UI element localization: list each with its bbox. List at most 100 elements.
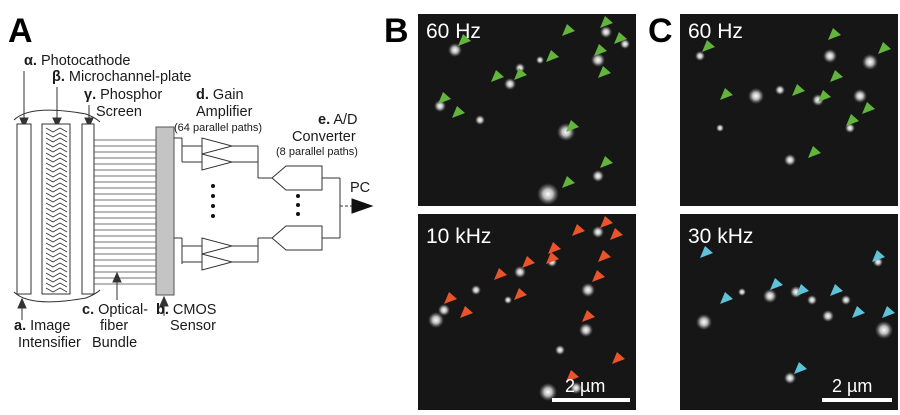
rate-label: 60 Hz	[688, 20, 743, 43]
scale-bar	[552, 398, 630, 402]
ad-converter-group	[271, 165, 374, 251]
fluorescent-spot	[438, 304, 450, 316]
fluorescent-spot	[504, 296, 512, 304]
marker-arrowhead	[548, 242, 561, 254]
label-converter: Converter	[292, 129, 356, 145]
fluorescent-spot	[822, 310, 834, 322]
label-arrows-top	[19, 71, 94, 129]
fluorescent-spot	[536, 56, 544, 64]
fluorescent-spot	[807, 295, 817, 305]
marker-arrowhead	[794, 362, 807, 374]
marker-arrowhead	[830, 284, 843, 296]
fluorescent-spot	[555, 345, 565, 355]
fluorescent-spot	[475, 115, 485, 125]
fluorescent-spot	[620, 39, 630, 49]
marker-arrowhead	[702, 40, 715, 52]
fluorescent-spot	[581, 283, 595, 297]
marker-arrowhead	[546, 252, 559, 264]
phosphor-screen-plate	[81, 123, 95, 295]
fluorescent-spot	[784, 372, 796, 384]
photocathode-plate	[16, 123, 32, 295]
scale-bar-label: 2 µm	[565, 376, 605, 396]
fluorescent-spot	[841, 295, 851, 305]
marker-arrowhead	[566, 370, 579, 382]
fluorescent-spot	[853, 89, 867, 103]
marker-arrowhead	[878, 42, 891, 54]
marker-arrowhead	[808, 146, 821, 158]
fluorescent-spot	[845, 123, 855, 133]
marker-arrowhead	[720, 292, 733, 304]
panel-label-c: C	[648, 12, 673, 50]
marker-arrowhead	[562, 24, 575, 36]
fluorescent-spot	[716, 124, 724, 132]
ad-ellipsis	[296, 194, 300, 216]
amplifier-ellipsis	[211, 184, 215, 218]
marker-arrowhead	[572, 224, 585, 236]
rate-label: 10 kHz	[426, 225, 491, 248]
marker-arrowhead	[494, 268, 507, 280]
fluorescent-spot	[514, 266, 526, 278]
micrograph-b-bottom: 10 kHz 2 µm	[418, 214, 636, 410]
fluorescent-spot	[696, 314, 712, 330]
marker-arrowhead	[700, 246, 713, 258]
marker-arrowhead	[594, 44, 607, 56]
scale-bar-label: 2 µm	[832, 376, 872, 396]
marker-arrowhead	[770, 278, 783, 290]
marker-arrowhead	[792, 84, 805, 96]
label-pc: PC	[350, 180, 370, 196]
panel-a: A α. Photocathode β. Microchannel-plate …	[8, 12, 374, 351]
microchannel-plate	[41, 123, 71, 295]
label-photocathode: α. Photocathode	[24, 53, 130, 69]
label-cmos-2: Sensor	[170, 318, 216, 334]
marker-arrowhead	[562, 176, 575, 188]
fluorescent-spot	[763, 289, 777, 303]
marker-arrowhead	[818, 90, 831, 102]
marker-arrowhead	[566, 120, 579, 132]
marker-arrowhead	[452, 106, 465, 118]
fluorescent-spot	[592, 170, 604, 182]
marker-arrowhead	[846, 114, 859, 126]
label-optical-fiber: c. Optical-	[82, 302, 148, 318]
fluorescent-spot	[592, 226, 604, 238]
marker-arrowhead	[610, 228, 623, 240]
fluorescent-spot	[591, 53, 605, 67]
marker-arrowhead	[882, 306, 895, 318]
marker-arrowhead	[600, 156, 613, 168]
label-arrows-bottom	[17, 271, 169, 320]
label-phosphor-screen: γ. Phosphor	[84, 87, 162, 103]
marker-arrowhead	[438, 92, 451, 104]
label-optical-fiber-3: Bundle	[92, 335, 137, 351]
label-microchannel-plate: β. Microchannel-plate	[52, 69, 191, 85]
scale-bar	[822, 398, 892, 402]
fluorescent-spot	[570, 382, 582, 394]
label-ad: e. A/D	[318, 112, 358, 128]
fluorescent-spot	[862, 54, 878, 70]
fluorescent-spot	[784, 154, 796, 166]
intensifier-housing-top	[13, 109, 101, 123]
label-gain: d. Gain	[196, 87, 244, 103]
marker-arrowhead	[546, 50, 559, 62]
panel-label-a: A	[8, 12, 33, 50]
marker-arrowhead	[600, 216, 613, 228]
marker-arrowhead	[514, 288, 527, 300]
cmos-sensor	[155, 126, 175, 296]
fluorescent-spot	[537, 183, 559, 205]
fluorescent-spot	[428, 312, 444, 328]
marker-arrowhead	[720, 88, 733, 100]
micrograph-c-bottom: 30 kHz 2 µm	[680, 214, 898, 410]
rate-label: 60 Hz	[426, 20, 481, 43]
label-image-intensifier-2: Intensifier	[18, 335, 81, 351]
fluorescent-spot	[823, 49, 837, 63]
marker-arrowhead	[612, 352, 625, 364]
marker-arrowhead	[491, 70, 504, 82]
fluorescent-spot	[695, 51, 705, 61]
fluorescent-spot	[875, 321, 893, 339]
label-amplifier: Amplifier	[196, 104, 253, 120]
intensifier-housing-bottom	[13, 289, 101, 303]
marker-arrowhead	[872, 250, 885, 262]
marker-arrowhead	[444, 292, 457, 304]
fluorescent-spot	[504, 78, 516, 90]
marker-arrowhead	[514, 68, 527, 80]
marker-arrowhead	[592, 270, 605, 282]
label-phosphor-screen-2: Screen	[96, 104, 142, 120]
